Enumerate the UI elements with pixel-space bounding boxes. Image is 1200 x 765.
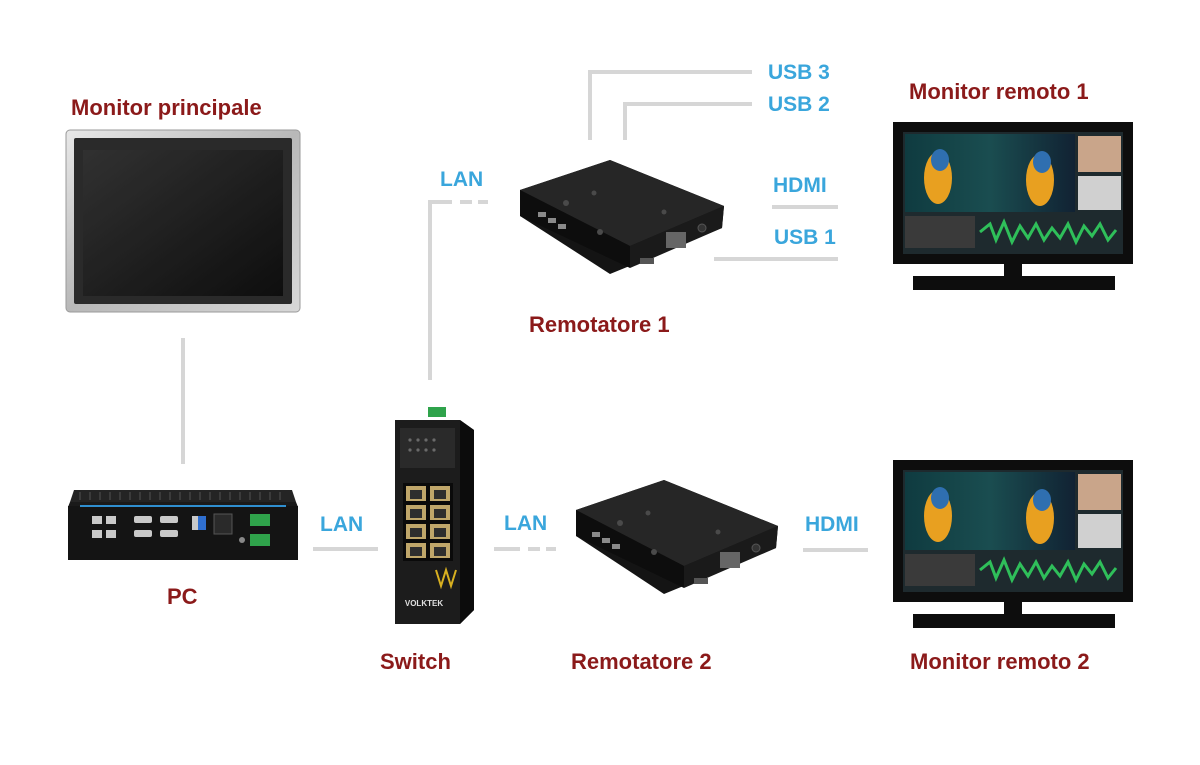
remote-unit-2-icon — [576, 480, 778, 594]
remote-unit-1-icon — [520, 160, 724, 274]
cables — [181, 70, 868, 552]
remote-monitor-1-icon — [893, 122, 1133, 290]
cable-switch-remote1 — [428, 200, 452, 380]
hdmi-remote2-port-label: HDMI — [805, 513, 859, 536]
remote-unit-1-label: Remotatore 1 — [529, 312, 670, 337]
switch-brand-label: VOLKTEK — [405, 599, 443, 608]
cable-usb3 — [588, 70, 752, 140]
main-monitor-icon — [65, 129, 301, 313]
cable-usb2 — [623, 102, 752, 140]
hdmi-remote1-port-label: HDMI — [773, 174, 827, 197]
lan-remote1-port-label: LAN — [440, 168, 484, 191]
pc-label: PC — [167, 584, 198, 609]
usb3-port-label: USB 3 — [768, 61, 830, 84]
main-monitor-label: Monitor principale — [71, 95, 262, 120]
lan-pc-port-label: LAN — [320, 513, 364, 536]
remote-monitor-2-label: Monitor remoto 2 — [910, 649, 1090, 674]
switch-label: Switch — [380, 649, 451, 674]
pc-icon — [68, 490, 298, 560]
lan-remote2-port-label: LAN — [504, 512, 548, 535]
remote-unit-2-label: Remotatore 2 — [571, 649, 712, 674]
usb1-port-label: USB 1 — [774, 226, 836, 249]
remote-monitor-2-icon — [893, 460, 1133, 628]
switch-icon: VOLKTEK — [395, 407, 474, 624]
usb2-port-label: USB 2 — [768, 93, 830, 116]
remote-monitor-1-label: Monitor remoto 1 — [909, 79, 1089, 104]
